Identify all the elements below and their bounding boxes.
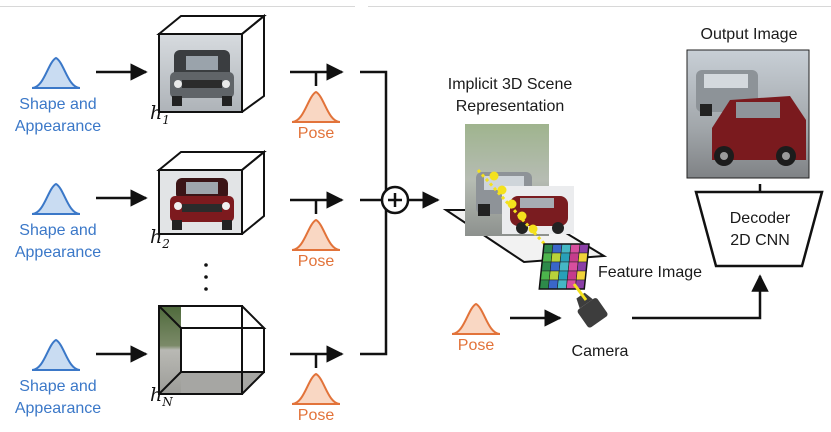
feature-cell [550, 252, 562, 263]
feature-cell [567, 261, 579, 272]
cube-floor [159, 372, 264, 394]
feature-cell [551, 243, 563, 254]
gaussian-shape-1 [31, 56, 81, 89]
ray-to-camera [572, 283, 588, 301]
gaussian-pose-1 [291, 90, 341, 123]
sum-operator-icon [380, 185, 410, 215]
shape-label-1-line1: Shape and [19, 96, 97, 113]
h-label-1: h1 [150, 102, 170, 127]
background-image-front [159, 306, 181, 394]
camera-icon [576, 292, 608, 328]
decoder-label-line1: Decoder [729, 210, 791, 227]
top-border-right [368, 6, 831, 7]
h-label-2-letter: h [150, 226, 163, 248]
output-car-red [712, 96, 806, 166]
scene-title-line1: Implicit 3D Scene [447, 76, 573, 93]
feature-cell [568, 252, 580, 263]
feature-cell [557, 270, 569, 281]
feature-cube-n [158, 305, 267, 395]
decoder-label: Decoder 2D CNN [708, 208, 812, 252]
h-label-1-subscript: 1 [162, 112, 170, 127]
pose-label-2: Pose [297, 253, 335, 270]
car-silhouette-1 [170, 50, 234, 106]
pose-label-1: Pose [297, 125, 335, 142]
h-label-2-subscript: 2 [162, 236, 170, 251]
h-label-n: hN [150, 384, 173, 409]
row-1 [31, 13, 344, 123]
top-border-left [0, 6, 355, 7]
feature-image-label: Feature Image [597, 264, 703, 281]
car-silhouette-2 [170, 178, 234, 230]
feature-cell [549, 261, 561, 272]
shape-label-2: Shape and Appearance [0, 220, 116, 264]
row-n [31, 305, 344, 405]
feature-cell [556, 279, 568, 290]
output-image [686, 49, 810, 179]
gaussian-shape-2 [31, 182, 81, 215]
shape-label-3-line1: Shape and [19, 378, 97, 395]
shape-label-2-line1: Shape and [19, 222, 97, 239]
feature-cell [548, 270, 560, 281]
feature-cell [558, 261, 570, 272]
h-label-2: h2 [150, 226, 170, 251]
ellipsis-dots [204, 263, 208, 291]
scene-title-line2: Representation [455, 98, 565, 115]
decoder-trapezoid [694, 190, 824, 268]
scene-car-red [502, 186, 574, 234]
feature-cell [559, 252, 571, 263]
feature-cube-1 [156, 13, 267, 113]
gaussian-pose-3 [291, 372, 341, 405]
h-label-n-subscript: N [162, 394, 173, 409]
gaussian-pose-camera [451, 302, 501, 335]
arrow-camera-to-decoder [632, 274, 769, 320]
shape-label-1-line2: Appearance [14, 118, 102, 135]
pose-label-3: Pose [297, 407, 335, 424]
feature-cell [547, 279, 559, 290]
shape-label-1: Shape and Appearance [0, 94, 116, 138]
feature-cell [560, 243, 572, 254]
h-label-1-letter: h [150, 102, 163, 124]
feature-cell [569, 243, 581, 254]
pose-label-camera: Pose [457, 337, 495, 354]
feature-cube-2 [156, 149, 267, 235]
shape-label-2-line2: Appearance [14, 244, 102, 261]
combine-bracket [360, 70, 388, 356]
gaussian-pose-2 [291, 218, 341, 251]
feature-grid-border [538, 243, 590, 290]
gaussian-shape-3 [31, 338, 81, 371]
camera-label: Camera [571, 343, 629, 360]
feature-image-grid [538, 243, 590, 290]
h-label-n-letter: h [150, 384, 163, 406]
shape-label-3: Shape and Appearance [0, 376, 116, 420]
scene-title: Implicit 3D Scene Representation [420, 74, 600, 118]
shape-label-3-line2: Appearance [14, 400, 102, 417]
decoder-label-line2: 2D CNN [730, 232, 790, 249]
output-title: Output Image [700, 26, 798, 43]
row-2 [31, 149, 344, 251]
feature-cell [566, 270, 578, 281]
